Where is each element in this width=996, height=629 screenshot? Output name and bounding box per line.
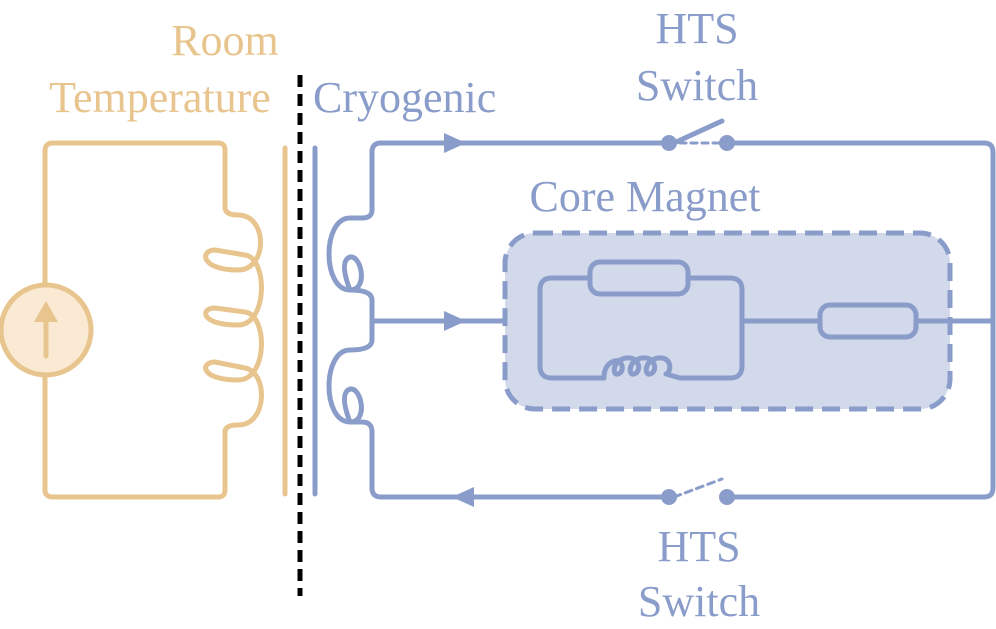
inductor-coil-icon bbox=[601, 355, 683, 381]
core-magnet-label: Core Magnet bbox=[530, 172, 761, 221]
hts-switch-bottom-icon bbox=[672, 477, 724, 499]
bottom-rail-wire bbox=[369, 429, 671, 500]
core-magnet-box bbox=[502, 230, 953, 412]
room-temperature-label-line2: Temperature bbox=[49, 73, 271, 122]
current-source-icon bbox=[0, 282, 94, 378]
secondary-coil-icon bbox=[326, 207, 375, 435]
switch-contacts bbox=[661, 135, 735, 505]
primary-coil-icon bbox=[203, 204, 264, 435]
hts-switch-top-label-line2: Switch bbox=[636, 61, 758, 110]
room-temperature-label-line1: Room bbox=[171, 16, 279, 65]
hts-switch-top-label-line1: HTS bbox=[655, 4, 738, 53]
resistor-parallel-icon bbox=[587, 259, 691, 297]
room-temperature-circuit bbox=[42, 140, 288, 500]
current-direction-arrow-icon bbox=[444, 133, 474, 507]
cryogenic-label: Cryogenic bbox=[313, 73, 496, 122]
core-magnet-circuit bbox=[537, 259, 996, 381]
hts-switch-top-icon bbox=[671, 118, 725, 146]
labels: Room Temperature Cryogenic HTS Switch Co… bbox=[49, 4, 760, 626]
top-rail-wire bbox=[369, 140, 671, 213]
hts-switch-bottom-label-line1: HTS bbox=[657, 522, 740, 571]
hts-switch-bottom-label-line2: Switch bbox=[638, 577, 760, 626]
primary-wire bbox=[42, 140, 228, 500]
